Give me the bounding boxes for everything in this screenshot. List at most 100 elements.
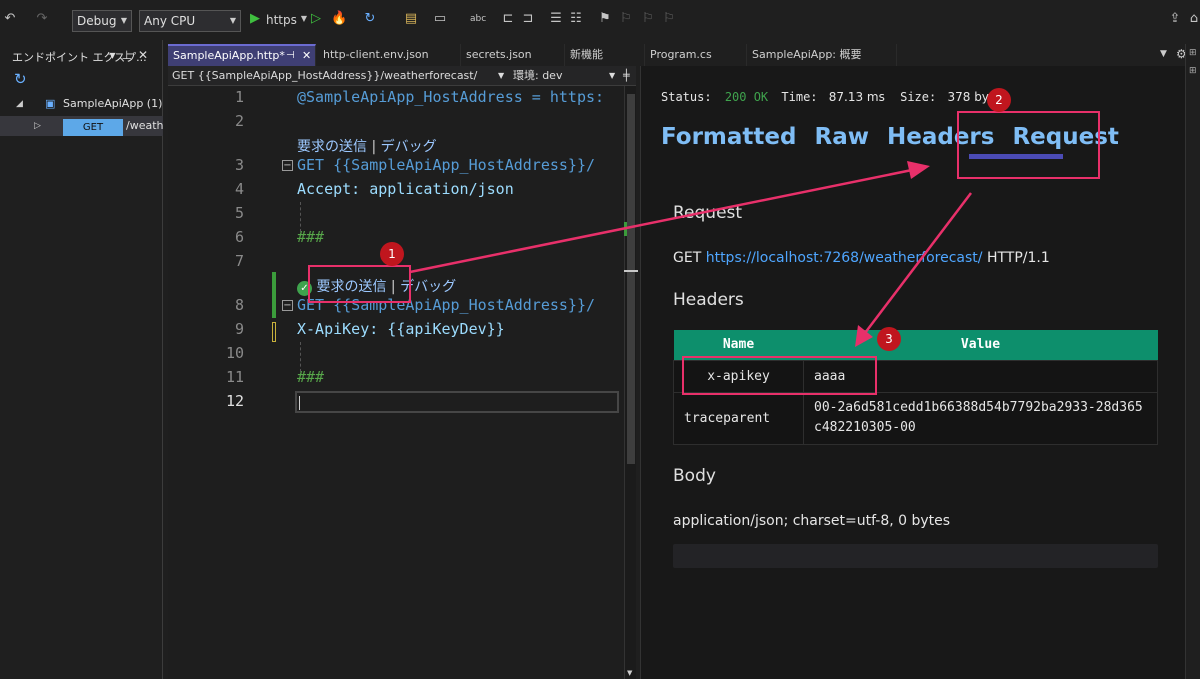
time-label: Time: xyxy=(781,90,818,104)
request-url-link[interactable]: https://localhost:7268/weatherforecast/ xyxy=(705,250,983,266)
change-marker xyxy=(272,322,276,342)
dropdown-icon[interactable]: ▾ xyxy=(109,48,122,62)
rail-icon[interactable]: ⊞ xyxy=(1189,48,1197,58)
settings-icon[interactable]: ⚙ xyxy=(1176,47,1187,61)
size-label: Size: xyxy=(900,90,937,104)
time-value: 87.13 ms xyxy=(828,90,885,104)
start-debug-icon[interactable]: ▶ xyxy=(250,11,260,26)
headers-heading: Headers xyxy=(673,290,744,310)
uncomment-icon[interactable]: ☷ xyxy=(570,11,582,26)
change-marker xyxy=(272,272,276,318)
fold-icon[interactable]: − xyxy=(282,300,293,311)
hot-reload-icon[interactable]: 🔥 xyxy=(331,11,348,26)
split-icon[interactable]: ╪ xyxy=(623,69,630,82)
format-selection-icon[interactable]: ⊐ xyxy=(522,11,534,26)
pin-icon[interactable]: ⊥ xyxy=(121,48,138,62)
chevron-down-icon[interactable]: ▼ xyxy=(609,71,616,80)
status-label: Status: xyxy=(661,90,712,104)
run-target-label[interactable]: https xyxy=(266,13,297,27)
scroll-down-icon[interactable]: ▼ xyxy=(627,669,633,677)
send-request-link[interactable]: 要求の送信 xyxy=(316,279,387,295)
redo-icon[interactable]: ↷ xyxy=(36,11,48,26)
clear-bookmarks-icon[interactable]: ⚐ xyxy=(663,11,675,26)
code-line: GET {{SampleApiApp_HostAddress}}/ xyxy=(297,296,596,314)
http-file-editor[interactable]: GET {{SampleApiApp_HostAddress}}/weather… xyxy=(168,66,638,679)
column-header-name: Name xyxy=(673,330,804,360)
start-without-debug-icon[interactable]: ▷ xyxy=(311,11,321,26)
code-line: Accept: application/json xyxy=(297,180,514,198)
tab-label: 新機能 xyxy=(570,48,603,61)
collapse-icon[interactable]: ▷ xyxy=(34,121,41,131)
restart-icon[interactable]: ↻ xyxy=(364,11,376,26)
tab-sampleapiapp-overview[interactable]: SampleApiApp: 概要 xyxy=(747,44,897,66)
refresh-icon[interactable]: ↻ xyxy=(14,70,27,88)
chevron-down-icon[interactable]: ▼ xyxy=(498,71,505,80)
pin-icon[interactable]: ⊣ xyxy=(286,50,295,61)
window-layout-icon[interactable]: ▭ xyxy=(433,11,447,26)
tab-whats-new[interactable]: 新機能 xyxy=(565,44,645,66)
folder-icon[interactable]: ▤ xyxy=(404,11,418,26)
undo-icon[interactable]: ↶ xyxy=(4,11,16,26)
table-row: traceparent 00-2a6d581cedd1b66388d54b779… xyxy=(673,391,1158,445)
tab-formatted[interactable]: Formatted xyxy=(661,124,797,150)
request-method: GET xyxy=(673,250,702,266)
tab-list-dropdown-icon[interactable]: ▼ xyxy=(1160,49,1167,59)
configuration-select[interactable]: Debug ▼ xyxy=(72,10,132,32)
configuration-value: Debug xyxy=(77,14,117,28)
debug-link[interactable]: デバッグ xyxy=(400,279,457,295)
codelens-row: ✓ 要求の送信 | デバッグ xyxy=(297,276,456,296)
status-value: 200 OK xyxy=(724,90,769,104)
tab-request[interactable]: Request xyxy=(1012,124,1119,150)
platform-select[interactable]: Any CPU ▼ xyxy=(139,10,241,32)
format-icon[interactable]: ⊏ xyxy=(502,11,514,26)
close-icon[interactable]: ✕ xyxy=(302,49,312,62)
vertical-scrollbar[interactable]: ▼ xyxy=(624,86,638,679)
line-number: 6 xyxy=(234,228,244,246)
table-row: x-apikey aaaa xyxy=(673,359,1158,393)
fold-icon[interactable]: − xyxy=(282,160,293,171)
rail-icon[interactable]: ⊞ xyxy=(1189,66,1197,76)
next-bookmark-icon[interactable]: ⚐ xyxy=(642,11,654,26)
environment-selector[interactable]: 環境: dev xyxy=(513,69,563,82)
comment-icon[interactable]: ☰ xyxy=(550,11,562,26)
user-icon[interactable]: ⌂ xyxy=(1189,11,1199,26)
tab-http-client-env[interactable]: http-client.env.json xyxy=(318,44,461,66)
tab-label: http-client.env.json xyxy=(323,48,429,61)
scrollbar-thumb[interactable] xyxy=(627,94,635,464)
codelens-separator: | xyxy=(390,279,396,295)
expand-icon[interactable]: ◢ xyxy=(16,99,23,109)
codelens-separator: | xyxy=(371,139,377,155)
line-number: 1 xyxy=(234,88,244,106)
project-icon: ▣ xyxy=(45,97,56,110)
step-badge-1: 1 xyxy=(380,242,404,266)
code-line: X-ApiKey: {{apiKeyDev}} xyxy=(297,320,505,338)
prev-bookmark-icon[interactable]: ⚐ xyxy=(620,11,632,26)
tab-secrets[interactable]: secrets.json xyxy=(461,44,565,66)
code-line: GET {{SampleApiApp_HostAddress}}/ xyxy=(297,156,596,174)
request-selector[interactable]: GET {{SampleApiApp_HostAddress}}/weather… xyxy=(172,69,478,82)
code-line: ### xyxy=(297,368,325,386)
tab-headers[interactable]: Headers xyxy=(886,124,995,150)
line-number: 11 xyxy=(225,368,244,386)
response-view-tabs: Formatted Raw Headers Request xyxy=(661,124,1119,150)
bookmark-icon[interactable]: ⚑ xyxy=(599,11,611,26)
send-request-link[interactable]: 要求の送信 xyxy=(297,139,367,155)
line-number: 12 xyxy=(225,392,244,410)
column-header-value: Value xyxy=(803,330,1158,360)
tree-item-project[interactable]: ◢ ▣ SampleApiApp (1) xyxy=(0,94,163,114)
close-icon[interactable]: ✕ xyxy=(137,48,154,62)
tab-program-cs[interactable]: Program.cs xyxy=(645,44,747,66)
share-icon[interactable]: ⇪ xyxy=(1169,11,1181,26)
run-target-dropdown-icon[interactable]: ▼ xyxy=(300,14,308,23)
header-value-cell: 00-2a6d581cedd1b66388d54b7792ba2933-28d3… xyxy=(803,391,1158,445)
tab-sampleapiapp-http[interactable]: SampleApiApp.http* ⊣ ✕ xyxy=(168,44,316,66)
header-name-cell: traceparent xyxy=(673,391,804,445)
tab-raw[interactable]: Raw xyxy=(814,124,869,150)
spell-check-icon[interactable]: abc xyxy=(470,14,487,24)
request-line: GET https://localhost:7268/weatherforeca… xyxy=(673,250,1050,266)
text-cursor xyxy=(299,396,300,410)
line-number: 10 xyxy=(225,344,244,362)
debug-link[interactable]: デバッグ xyxy=(380,139,437,155)
endpoint-route: /weath xyxy=(126,119,164,132)
method-badge: GET xyxy=(63,119,123,136)
